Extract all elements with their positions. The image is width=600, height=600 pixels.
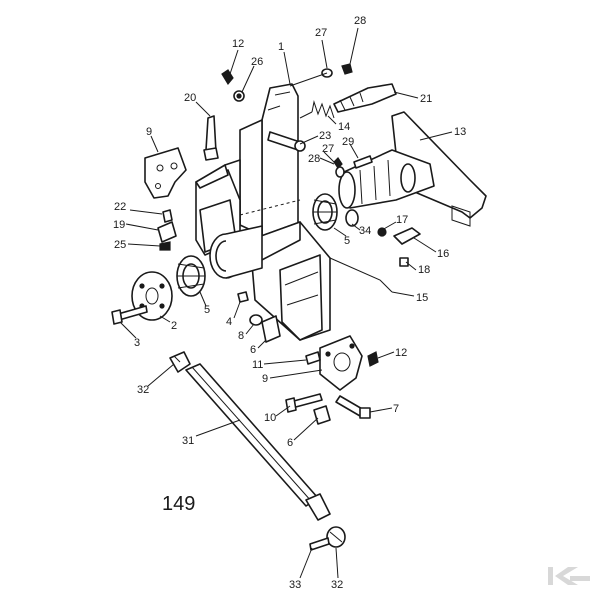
plate-part-9-upper xyxy=(144,147,187,199)
callout-8: 8 xyxy=(238,330,244,342)
callout-19: 19 xyxy=(113,219,125,231)
callout-20: 20 xyxy=(184,92,196,104)
callout-27-top: 27 xyxy=(315,27,327,39)
callout-1: 1 xyxy=(278,41,284,53)
clip-part-12-top xyxy=(221,69,245,102)
hardware-parts-27-28-29 xyxy=(333,155,373,178)
callout-28-mid: 28 xyxy=(308,153,320,165)
callout-34: 34 xyxy=(359,225,371,237)
bracket-part-15 xyxy=(329,257,393,293)
callout-28-top: 28 xyxy=(354,15,366,27)
shaft-part-31 xyxy=(185,363,331,521)
callout-15: 15 xyxy=(416,292,428,304)
cylinder-assembly-part-13 xyxy=(338,111,487,227)
callout-5-right: 5 xyxy=(344,235,350,247)
bolt-part-33 xyxy=(309,537,330,551)
callout-27-mid: 27 xyxy=(322,143,334,155)
main-bracket-part xyxy=(195,83,331,341)
callout-31: 31 xyxy=(182,435,194,447)
callout-14: 14 xyxy=(338,121,350,133)
hardware-parts-19-22-25 xyxy=(157,209,177,251)
callout-17: 17 xyxy=(396,214,408,226)
callout-25: 25 xyxy=(114,239,126,251)
callout-9-lower: 9 xyxy=(262,373,268,385)
callout-labels: 1 12 26 27 28 20 21 14 9 23 13 27 28 29 … xyxy=(113,15,466,591)
callout-26: 26 xyxy=(251,56,263,68)
callout-7: 7 xyxy=(393,403,399,415)
callout-12-lower: 12 xyxy=(395,347,407,359)
callout-6-lower: 6 xyxy=(287,437,293,449)
brand-logo-k xyxy=(548,567,590,585)
lever-handle-part-21 xyxy=(333,83,397,113)
callout-10: 10 xyxy=(264,412,276,424)
plate-part-9-lower xyxy=(319,335,363,391)
callout-18: 18 xyxy=(418,264,430,276)
callout-29: 29 xyxy=(342,136,354,148)
callout-33: 33 xyxy=(289,579,301,591)
callout-11: 11 xyxy=(252,359,263,371)
washer-part-34 xyxy=(345,209,359,227)
callout-6-upper: 6 xyxy=(250,344,256,356)
callout-9-top: 9 xyxy=(146,126,152,138)
callout-22: 22 xyxy=(114,201,126,213)
figure-number: 149 xyxy=(162,493,195,515)
callout-21: 21 xyxy=(420,93,432,105)
bolt-part-3 xyxy=(111,305,148,325)
callout-23: 23 xyxy=(319,130,331,142)
callout-2: 2 xyxy=(171,320,177,332)
clip-and-dowel-parts-12-11 xyxy=(305,351,379,367)
callout-32-top: 32 xyxy=(137,384,149,396)
callout-32-bottom: 32 xyxy=(331,579,343,591)
hardware-parts-4-8-6 xyxy=(237,291,281,343)
bolts-parts-10-7-6 xyxy=(285,393,371,425)
pin-part-23 xyxy=(267,131,306,152)
end-fitting-part-32-bottom xyxy=(326,526,346,548)
bracket-part-16 xyxy=(377,227,421,267)
callout-16: 16 xyxy=(437,248,449,260)
bearing-part-5-right xyxy=(312,193,338,231)
callout-4: 4 xyxy=(226,316,232,328)
callout-3: 3 xyxy=(134,337,140,349)
spring-part-14 xyxy=(299,100,335,119)
bearing-part-5-left xyxy=(176,255,206,297)
washer-part-27-top xyxy=(289,63,353,87)
callout-12-top: 12 xyxy=(232,38,244,50)
callout-13: 13 xyxy=(454,126,466,138)
callout-5-left: 5 xyxy=(204,304,210,316)
pin-part-20 xyxy=(203,115,219,161)
end-fitting-part-32-top xyxy=(169,351,191,373)
leader-lines xyxy=(119,27,453,579)
